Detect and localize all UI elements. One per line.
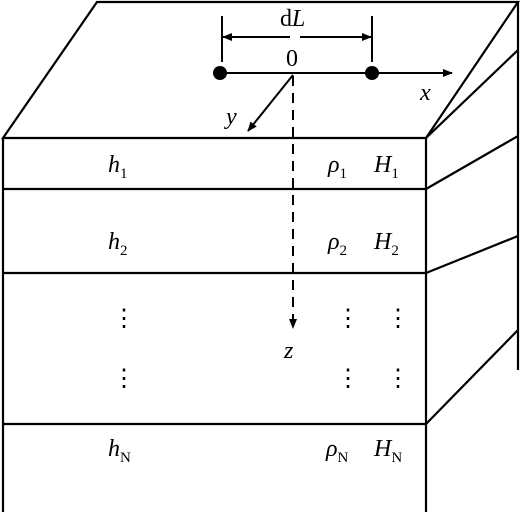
ellipsis-rho-lower: ⋮ [336,366,360,392]
layer-1-resistivity-label: ρ1 [327,152,347,182]
ellipsis-h-lower: ⋮ [112,366,136,392]
layer-2-thickness-label: h2 [108,229,128,259]
layer-n-resistivity-label: ρN [325,436,349,466]
ellipsis-H-lower: ⋮ [386,366,410,392]
z-axis-label: z [283,338,294,364]
x-axis-label: x [419,80,431,106]
y-axis [247,74,294,132]
layer-2-resistivity-label: ρ2 [327,229,347,259]
ellipsis-H-upper: ⋮ [386,306,410,332]
layer-2-depth-label: H2 [373,229,399,259]
layer-n-depth-label: HN [373,436,402,466]
layer-n-labels: hN ρN HN [108,436,402,466]
layer-n-thickness-label: hN [108,436,131,466]
y-axis-label: y [224,104,237,130]
layer-2-labels: h2 ρ2 H2 [108,229,399,259]
ellipsis-rho-upper: ⋮ [336,306,360,332]
layer-1-thickness-label: h1 [108,152,128,182]
boundary-side-2 [425,234,519,275]
layer-1-labels: h1 ρ1 H1 [108,152,399,182]
origin-label: 0 [286,46,298,72]
boundary-side-3 [425,329,519,425]
layer-boundaries [3,49,519,426]
top-face [0,0,520,140]
source-dipole: dL 0 [213,6,379,80]
intermediate-layer-ellipses: ⋮ ⋮ ⋮ ⋮ ⋮ ⋮ [112,306,410,392]
boundary-side-0 [425,49,519,139]
source-length-label: dL [280,6,305,32]
axes: x y z [220,69,453,364]
ellipsis-h-upper: ⋮ [112,306,136,332]
layer-1-depth-label: H1 [373,152,399,182]
boundary-side-1 [425,135,519,190]
